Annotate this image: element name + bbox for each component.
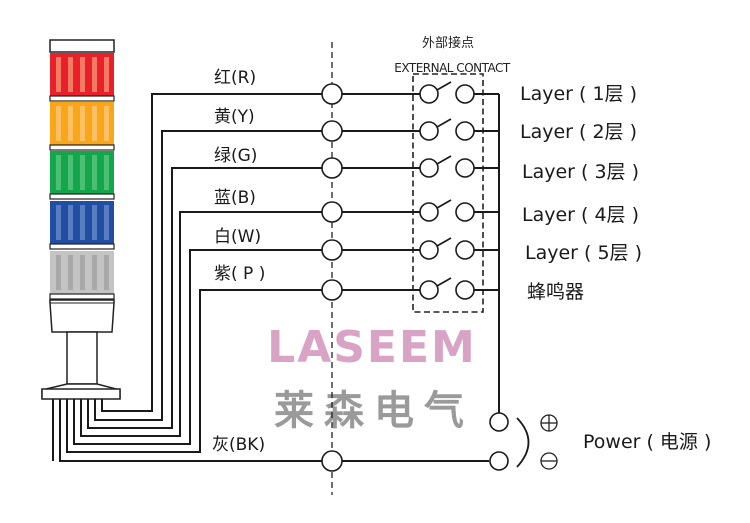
layer-label: Layer ( 2层 ) [520, 121, 637, 143]
switch-contact-icon [419, 155, 475, 178]
wire-1 [101, 93, 322, 412]
wire-label: 绿(G) [214, 146, 257, 166]
tower-tier-red [49, 53, 115, 102]
wire-bundle [52, 93, 322, 462]
wire-label-bk: 灰(BK) [212, 435, 265, 455]
power-brace [516, 417, 530, 468]
wire-label: 蓝(B) [214, 188, 256, 208]
switch-contact-icon [419, 199, 475, 222]
layer-label: Layer ( 5层 ) [525, 242, 642, 264]
wire-label: 黄(Y) [214, 107, 255, 127]
wire-row: 蓝(B) Layer ( 4层 ) [214, 188, 639, 226]
terminal [321, 239, 343, 261]
tower-tier-yellow [49, 102, 115, 151]
tower-tier-white [49, 251, 115, 300]
wire-common [59, 399, 322, 462]
logo-text-cn: 莱森电气 [274, 388, 474, 434]
wire-row: 紫( P ) 蜂鸣器 [214, 264, 584, 303]
watermark-logo: LASEEM 莱森电气 [267, 322, 477, 434]
power-terminal-minus [489, 451, 509, 471]
terminal [321, 120, 343, 142]
layer-label: 蜂鸣器 [527, 281, 584, 303]
wire-row: 黄(Y) Layer ( 2层 ) [214, 107, 637, 143]
wire-3 [87, 167, 322, 429]
layer-label: Layer ( 1层 ) [520, 83, 637, 105]
layer-label: Layer ( 3层 ) [522, 161, 639, 183]
terminal-bk [321, 450, 343, 472]
wire-label: 白(W) [214, 227, 261, 247]
terminal [321, 157, 343, 179]
plus-icon [540, 414, 558, 432]
terminal [321, 83, 343, 105]
external-contact-cn-label: 外部接点 [422, 35, 474, 51]
wire-2 [94, 130, 322, 421]
tower-pole [66, 331, 98, 385]
signal-tower [41, 39, 121, 400]
terminal [321, 201, 343, 223]
wire-row: 红(R) Layer ( 1层 ) [214, 68, 637, 105]
switch-contact-icon [419, 237, 475, 260]
tower-cap [49, 39, 115, 53]
terminal [321, 279, 343, 301]
switch-contact-icon [419, 81, 475, 104]
logo-text-en: LASEEM [267, 322, 477, 373]
wire-4 [80, 211, 322, 437]
power-terminals: Power ( 电源 ) [489, 412, 711, 471]
external-contact-en-label: EXTERNAL CONTACT [394, 61, 511, 75]
switch-contact-icon [419, 277, 475, 300]
layer-label: Layer ( 4层 ) [522, 204, 639, 226]
minus-icon [540, 452, 558, 470]
wire-6 [66, 289, 322, 453]
tower-tier-blue [49, 201, 115, 250]
wire-5 [73, 249, 322, 445]
switch-contact-icon [419, 118, 475, 141]
tower-tier-green [49, 151, 115, 200]
wire-label: 紫( P ) [214, 264, 265, 284]
power-label: Power ( 电源 ) [583, 431, 711, 453]
tower-body [49, 299, 115, 333]
wire-label: 红(R) [214, 68, 256, 88]
wire-row: 白(W) Layer ( 5层 ) [214, 227, 642, 264]
wire-row: 绿(G) Layer ( 3层 ) [214, 146, 639, 183]
external-contact-box [412, 73, 484, 313]
power-terminal-plus [489, 412, 509, 432]
